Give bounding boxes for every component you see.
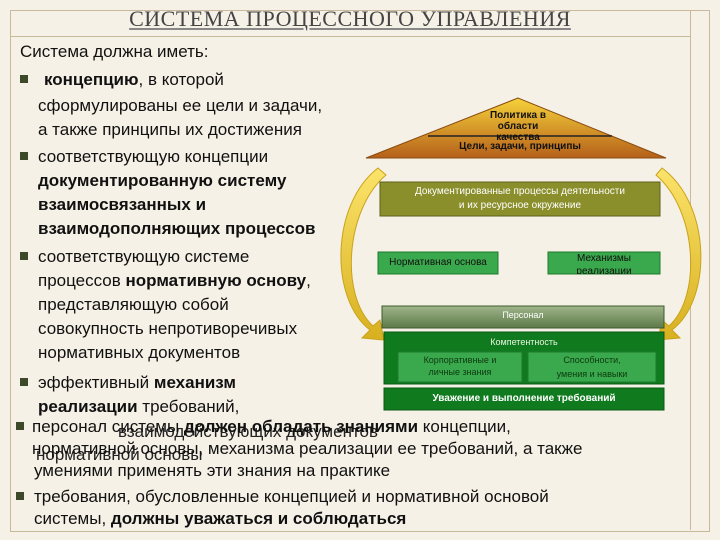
staff-l1a: персонал системы — [32, 417, 184, 436]
bullet-requirements-line-1: требования, обусловленные концепцией и н… — [34, 487, 549, 506]
concept-rest: , в которой — [138, 70, 224, 89]
bullet-processes-line-4: взаимодополняющих процессов — [38, 219, 316, 238]
bullet-normative-line-5: нормативных документов — [38, 343, 241, 362]
frame-line-horizontal — [10, 36, 690, 37]
bullet-staff-line-1: персонал системы должен обладать знаниям… — [32, 417, 511, 437]
overlap-line-1: взаимодействующих документов — [118, 422, 379, 441]
bullet-concept-line-2: сформулированы ее цели и задачи, — [38, 96, 323, 115]
mechanism-bold: механизм — [153, 373, 236, 392]
roof-text-1: Политика в — [489, 110, 547, 121]
roof-text-2: области — [497, 121, 539, 132]
slide-frame — [10, 10, 710, 532]
normative-l2a: процессов — [38, 271, 126, 290]
concept-bold: концепцию — [44, 70, 139, 89]
mechanism-l1a: эффективный — [38, 373, 154, 392]
mechanism-l2b: требований, — [137, 397, 240, 416]
corporate-knowledge-text-2: личные знания — [428, 367, 492, 377]
roof-text-goals: Цели, задачи, принципы — [459, 141, 581, 152]
respect-text: Уважение и выполнение требований — [432, 393, 616, 404]
bullet-concept-line-3: а также принципы их достижения — [38, 120, 302, 139]
roof-text-3: качества — [496, 132, 540, 140]
bullet-normative-line-2: процессов нормативную основу, — [38, 271, 311, 291]
frame-line-vertical — [690, 10, 691, 530]
intro-text: Система должна иметь: — [20, 42, 209, 61]
normative-basis-text: Нормативная основа — [389, 257, 487, 268]
documented-processes-text-1: Документированные процессы деятельности — [415, 186, 625, 197]
documented-processes-text-2: и их ресурсное окружение — [458, 200, 582, 211]
requirements-bold: должны уважаться и соблюдаться — [110, 509, 407, 528]
bullet-requirements-line-2: системы, должны уважаться и соблюдаться — [34, 509, 406, 529]
bullet-processes-line-3: взаимосвязанных и — [38, 195, 207, 214]
mechanisms-text-2: реализации — [576, 266, 632, 274]
corporate-knowledge-text-1: Корпоративные и — [423, 355, 497, 365]
bullet-normative-line-3: представляющую собой — [38, 295, 229, 314]
bullet-processes-line-2: документированную систему — [38, 171, 287, 190]
bullet-marker — [16, 422, 24, 430]
bullet-normative-line-4: совокупность непротиворечивых — [38, 319, 298, 338]
bullet-processes-line-1: соответствующую концепции — [38, 147, 269, 166]
bullet-mechanism-line-1: эффективный механизм — [38, 373, 236, 393]
mechanism-l2a: реализации — [38, 397, 138, 416]
bullet-staff-line-3: умениями применять эти знания на практик… — [34, 461, 391, 480]
bullet-marker — [20, 152, 28, 160]
normative-l2c: , — [306, 271, 311, 290]
abilities-text-2: умения и навыки — [556, 369, 628, 379]
bullet-mechanism-line-2: реализации требований, — [38, 397, 239, 417]
staff-bold: должен обладать знаниями — [183, 417, 419, 436]
bullet-marker — [20, 75, 28, 83]
bullet-concept-line-1: концепцию, в которой — [44, 70, 224, 90]
normative-bold: нормативную основу — [125, 271, 307, 290]
overlap-line-2: нормативной основы — [36, 445, 203, 464]
competence-text: Компетентность — [490, 337, 558, 347]
abilities-text-1: Способности, — [563, 355, 621, 365]
slide-title: СИСТЕМА ПРОЦЕССНОГО УПРАВЛЕНИЯ — [129, 6, 571, 31]
requirements-l2a: системы, — [34, 509, 111, 528]
staff-text: Персонал — [502, 310, 544, 320]
bullet-staff-line-2: нормативной основы, механизма реализации… — [32, 439, 583, 458]
staff-l1c: концепции, — [418, 417, 511, 436]
mechanisms-text-1: Механизмы — [577, 253, 631, 264]
bullet-marker — [20, 252, 28, 260]
bullet-marker — [20, 378, 28, 386]
bullet-normative-line-1: соответствующую системе — [38, 247, 250, 266]
bullet-marker — [16, 492, 24, 500]
